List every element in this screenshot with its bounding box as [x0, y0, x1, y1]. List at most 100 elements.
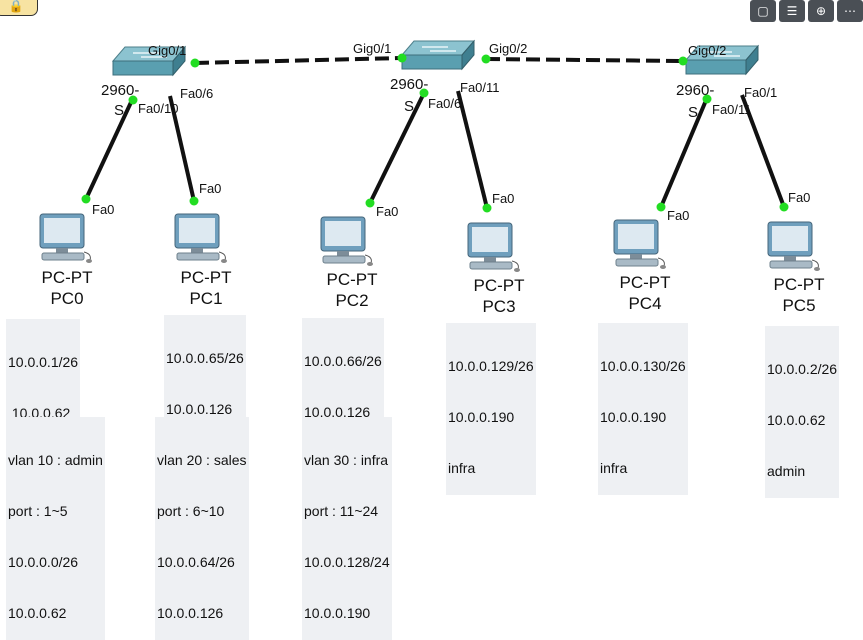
note-line: 10.0.0.128/24	[304, 554, 390, 570]
port-dot	[189, 196, 199, 206]
note-line: port : 6~10	[157, 503, 225, 519]
note-line: 10.0.0.129/26	[448, 358, 534, 374]
pc3-name: PC3	[482, 297, 515, 316]
pc2-type: PC-PT	[327, 270, 378, 289]
pc3-note[interactable]: 10.0.0.129/26 10.0.0.190 infra	[446, 323, 536, 495]
note-line: 10.0.0.66/26	[304, 353, 382, 369]
pc5-name: PC5	[782, 296, 815, 315]
port-label: Fa0/6	[428, 96, 461, 111]
note-line: 10.0.0.190	[600, 409, 667, 425]
port-dot	[190, 58, 200, 68]
download-icon[interactable]: ⊕	[808, 0, 834, 22]
note-line: infra	[600, 460, 628, 476]
pc4-note[interactable]: 10.0.0.130/26 10.0.0.190 infra	[598, 323, 688, 495]
port-dot	[678, 56, 688, 66]
port-dot	[481, 54, 491, 64]
note-line: 10.0.0.190	[448, 409, 515, 425]
pc1-name: PC1	[189, 289, 222, 308]
pc2-name: PC2	[335, 291, 368, 310]
port-dot	[419, 88, 429, 98]
port-label: Fa0	[492, 191, 514, 206]
link-pc2	[368, 92, 426, 204]
pc0-type: PC-PT	[42, 268, 93, 287]
note-line: 10.0.0.126	[166, 401, 233, 417]
switch-left-name2: S	[114, 102, 124, 119]
port-label: Gig0/1	[353, 41, 391, 56]
port-dot	[81, 194, 91, 204]
port-label: Fa0/11	[460, 80, 500, 95]
port-label: Fa0	[92, 202, 114, 217]
port-label: Fa0/11	[712, 102, 752, 117]
note-line: 10.0.0.2/26	[767, 361, 838, 377]
note-line: 10.0.0.65/26	[166, 350, 244, 366]
port-label: Fa0/6	[180, 86, 213, 101]
note-line: port : 11~24	[304, 503, 379, 519]
vlan20-note[interactable]: vlan 20 : sales port : 6~10 10.0.0.64/26…	[155, 417, 249, 640]
note-line: 10.0.0.64/26	[157, 554, 235, 570]
port-status-dots	[81, 53, 789, 213]
port-label: Gig0/2	[489, 41, 527, 56]
port-dot	[779, 202, 789, 212]
note-line: 10.0.0.1/26	[8, 354, 79, 370]
note-line: vlan 30 : infra	[304, 452, 389, 468]
port-dot	[482, 203, 492, 213]
toolbar: ▢ ☰ ⊕ ⋯	[750, 0, 863, 22]
network-topology-canvas: 2960- S 2960- S 2960- S Gig0/1 Fa0/6 Fa0…	[39, 40, 825, 316]
pc3-type: PC-PT	[474, 276, 525, 295]
port-dot	[365, 198, 375, 208]
port-dot	[128, 95, 138, 105]
pc5-note[interactable]: 10.0.0.2/26 10.0.0.62 admin	[765, 326, 840, 498]
note-line: port : 1~5	[8, 503, 68, 519]
note-line: vlan 20 : sales	[157, 452, 247, 468]
port-label: Fa0	[667, 208, 689, 223]
pc3-computer-icon[interactable]	[467, 222, 521, 273]
link-pc4	[659, 97, 709, 208]
switch-center[interactable]	[401, 40, 475, 70]
note-line: 10.0.0.62	[767, 412, 826, 428]
vlan10-note[interactable]: vlan 10 : admin port : 1~5 10.0.0.0/26 1…	[6, 417, 105, 640]
pc0-computer-icon[interactable]	[39, 213, 93, 264]
port-label: Fa0	[376, 204, 398, 219]
port-dot	[702, 94, 712, 104]
lock-icon[interactable]: 🔒	[0, 0, 38, 16]
port-label: Fa0	[788, 190, 810, 205]
pc1-type: PC-PT	[181, 268, 232, 287]
pc5-computer-icon[interactable]	[767, 221, 821, 272]
note-line: 10.0.0.126	[304, 404, 371, 420]
note-line: 10.0.0.0/26	[8, 554, 79, 570]
pc4-computer-icon[interactable]	[613, 219, 667, 270]
link-pc3	[456, 90, 489, 209]
pc4-name: PC4	[628, 294, 661, 313]
switch-center-name: 2960-	[390, 76, 428, 93]
switch-right-name: 2960-	[676, 82, 714, 99]
link-pc5	[740, 94, 786, 208]
note-line: admin	[767, 463, 806, 479]
trunk-link-left	[194, 56, 403, 65]
pc4-type: PC-PT	[620, 273, 671, 292]
note-line: 10.0.0.62	[8, 605, 67, 621]
port-label: Fa0/1	[744, 85, 777, 100]
trunk-link-right	[485, 57, 684, 63]
link-pc0	[84, 97, 135, 200]
switch-left-name: 2960-	[101, 82, 139, 99]
note-line: infra	[448, 460, 476, 476]
port-label: Gig0/1	[148, 43, 186, 58]
switch-right-name2: S	[688, 104, 698, 121]
link-pc1	[168, 95, 196, 202]
port-label: Fa0	[199, 181, 221, 196]
port-dot	[656, 202, 666, 212]
note-line: 10.0.0.190	[304, 605, 371, 621]
notes-icon[interactable]: ☰	[779, 0, 805, 22]
more-icon[interactable]: ⋯	[837, 0, 863, 22]
note-line: vlan 10 : admin	[8, 452, 103, 468]
switch-center-name2: S	[404, 98, 414, 115]
pc2-computer-icon[interactable]	[320, 216, 374, 267]
vlan30-note[interactable]: vlan 30 : infra port : 11~24 10.0.0.128/…	[302, 417, 392, 640]
pc1-computer-icon[interactable]	[174, 213, 228, 264]
port-label: Gig0/2	[688, 43, 726, 58]
port-dot	[397, 53, 407, 63]
comment-icon[interactable]: ▢	[750, 0, 776, 22]
pc0-name: PC0	[50, 289, 83, 308]
pc5-type: PC-PT	[774, 275, 825, 294]
note-line: 10.0.0.130/26	[600, 358, 686, 374]
